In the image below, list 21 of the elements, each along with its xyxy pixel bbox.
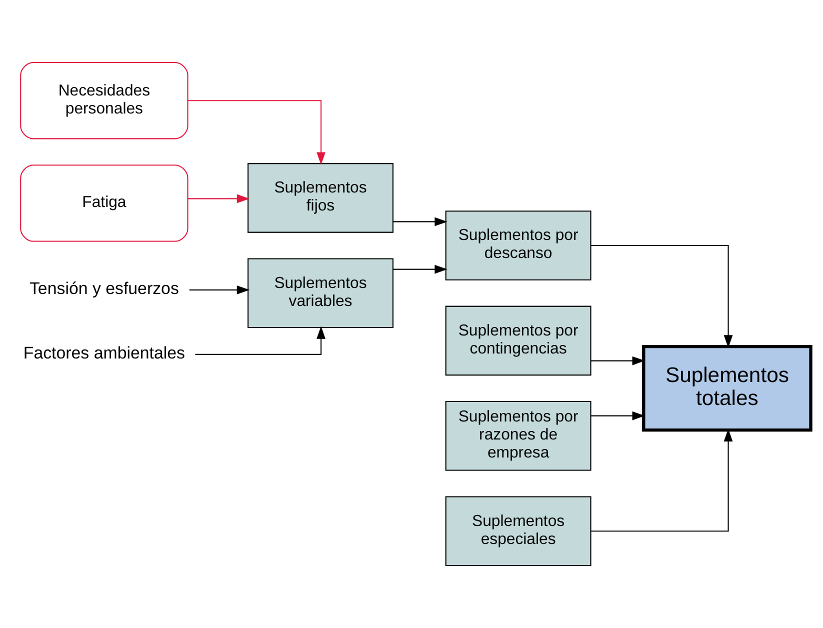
node-box: Suplementos variables (247, 258, 393, 328)
arrow (590, 428, 732, 532)
arrow (188, 100, 325, 165)
arrow (590, 411, 644, 420)
node-text: Tensión y esfuerzos (28, 278, 178, 298)
arrow (590, 244, 732, 348)
arrow (194, 326, 325, 355)
arrow (188, 285, 250, 294)
arrow (187, 194, 250, 204)
node-box: Suplementos fijos (247, 163, 393, 233)
node-box: Suplementos totales (642, 344, 812, 432)
arrow (392, 217, 447, 226)
node-text: Factores ambientales (22, 343, 185, 362)
node-box: Suplementos por razones de empresa (444, 401, 591, 471)
node-box: Suplementos por descanso (444, 210, 591, 280)
node-box: Fatiga (20, 164, 188, 242)
node-box: Necesidades personales (20, 62, 188, 140)
arrow (392, 264, 447, 274)
node-box: Suplementos por contingencias (444, 306, 591, 376)
arrow (590, 356, 644, 366)
node-box: Suplementos especiales (444, 496, 591, 566)
